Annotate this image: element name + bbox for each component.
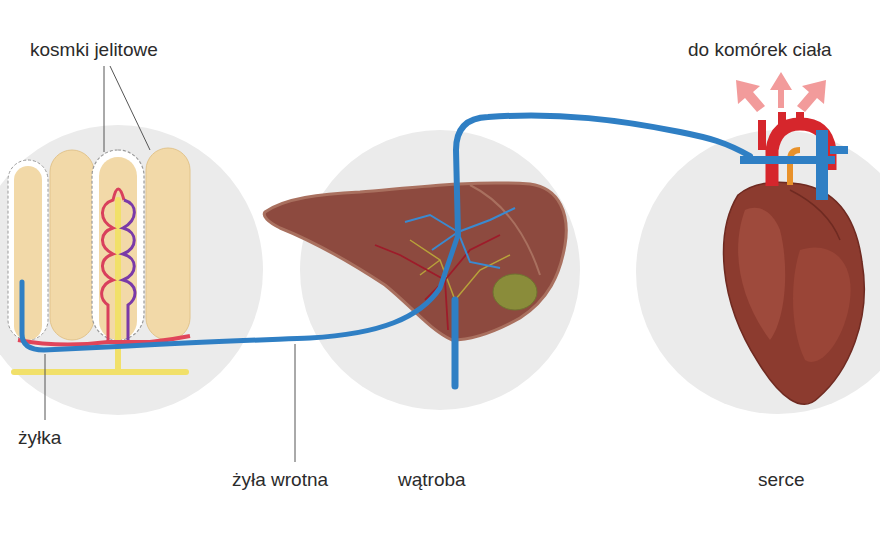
gallbladder	[493, 274, 537, 310]
heart-circle	[636, 130, 880, 414]
capillary-blue	[123, 200, 135, 342]
villi-circle	[0, 125, 263, 415]
liver-label: wątroba	[398, 468, 466, 492]
leader-lines	[45, 66, 295, 462]
portal-vein-label: żyła wrotna	[232, 468, 328, 492]
heart-label: serce	[758, 468, 804, 492]
portal-vein	[22, 235, 458, 350]
hepatic-vein	[456, 115, 750, 235]
vena-cava-lower	[452, 300, 459, 386]
liver	[264, 183, 566, 340]
blood-arrows	[736, 72, 826, 112]
capillary-red	[102, 189, 124, 342]
heart	[724, 112, 865, 404]
intestinal-villi	[8, 148, 190, 340]
body-cells-label: do komórek ciała	[688, 38, 832, 62]
liver-lobe-line	[470, 185, 540, 275]
vein-label: żyłka	[18, 426, 61, 450]
villi-label: kosmki jelitowe	[30, 38, 158, 62]
hepatic-artery	[375, 235, 500, 330]
